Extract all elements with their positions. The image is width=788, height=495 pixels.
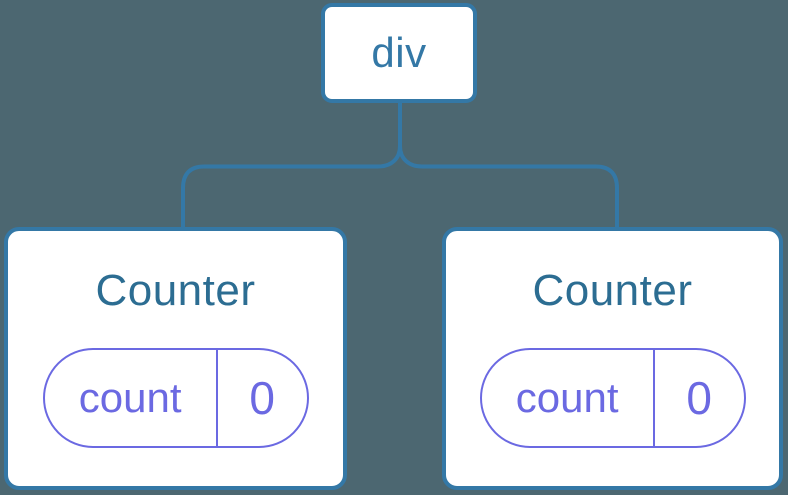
state-key-label: count: [482, 350, 655, 446]
state-pill: count 0: [42, 348, 309, 448]
root-node-div: div: [321, 3, 477, 103]
state-value: 0: [249, 372, 275, 424]
component-title: Counter: [532, 266, 693, 315]
counter-node-right: Counter count 0: [442, 227, 783, 490]
state-key-label: count: [45, 350, 218, 446]
component-title: Counter: [95, 266, 256, 315]
state-pill: count 0: [479, 348, 746, 448]
root-node-label: div: [371, 29, 427, 76]
connector-left-branch: [181, 103, 402, 229]
counter-node-left: Counter count 0: [4, 227, 347, 490]
connector-right-branch: [398, 145, 619, 229]
state-value: 0: [686, 372, 712, 424]
